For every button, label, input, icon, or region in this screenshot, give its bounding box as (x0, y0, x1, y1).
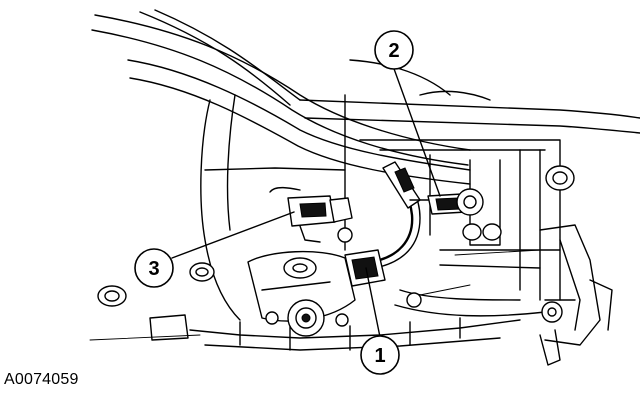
callout-2-label: 2 (388, 40, 399, 62)
callout-3-label: 3 (148, 258, 159, 280)
right-bracket (539, 224, 613, 366)
transmission-case (89, 94, 561, 351)
callout-2: 2 (374, 30, 414, 70)
callout-1: 1 (360, 335, 400, 375)
cooler-lines (91, 9, 640, 185)
output-speed-sensor (427, 188, 484, 216)
callout-3: 3 (134, 248, 174, 288)
range-sensor (247, 249, 386, 337)
turbine-speed-sensor (269, 186, 353, 243)
callout-1-label: 1 (374, 345, 385, 367)
oil-pan (149, 314, 461, 351)
wiring-harness (368, 161, 441, 269)
callout-leaders (171, 65, 441, 338)
figure-id: A0074059 (4, 371, 79, 388)
mounting-bolts (97, 165, 575, 308)
